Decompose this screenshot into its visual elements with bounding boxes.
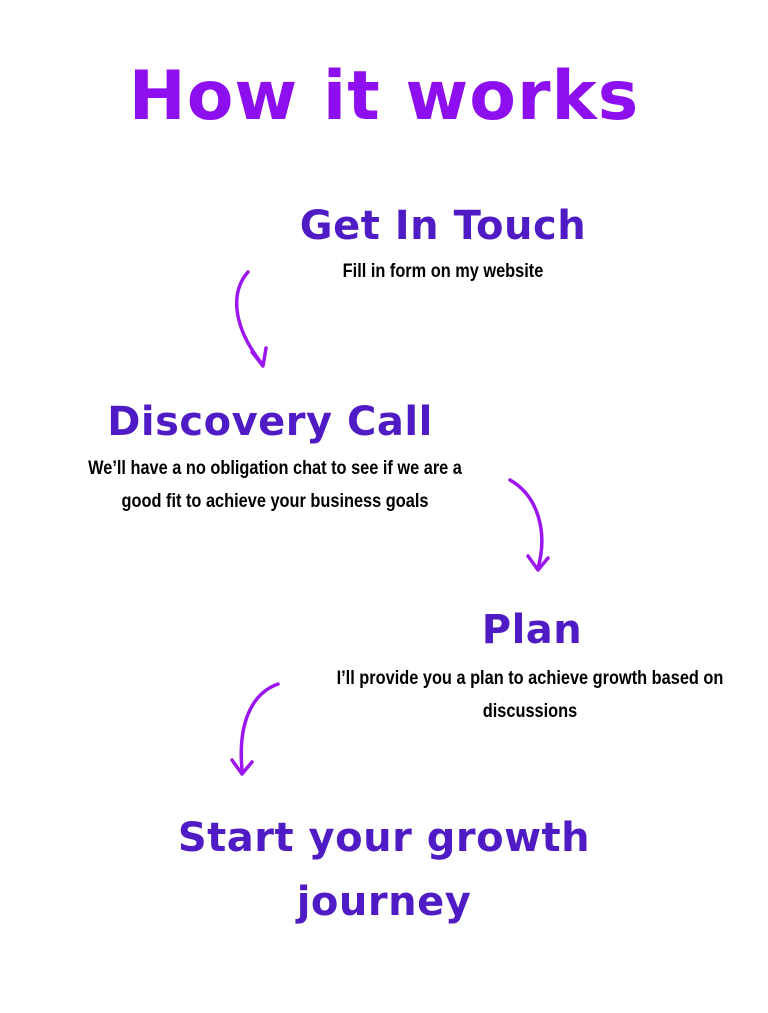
page-title: How it works xyxy=(128,57,640,136)
step-title-discovery-call: Discovery Call xyxy=(107,399,433,445)
step-title-start-growth-journey: Start your growth journey xyxy=(177,815,591,925)
curved-arrow-icon xyxy=(508,478,550,572)
step-description-plan: I’ll provide you a plan to achieve growt… xyxy=(336,668,724,722)
curved-arrow-icon xyxy=(234,270,268,368)
step-description-get-in-touch: Fill in form on my website xyxy=(342,261,544,282)
step-description-discovery-call: We’ll have a no obligation chat to see i… xyxy=(88,458,462,512)
curved-arrow-icon xyxy=(230,682,280,776)
step-title-get-in-touch: Get In Touch xyxy=(299,203,587,249)
step-title-plan: Plan xyxy=(481,607,583,653)
